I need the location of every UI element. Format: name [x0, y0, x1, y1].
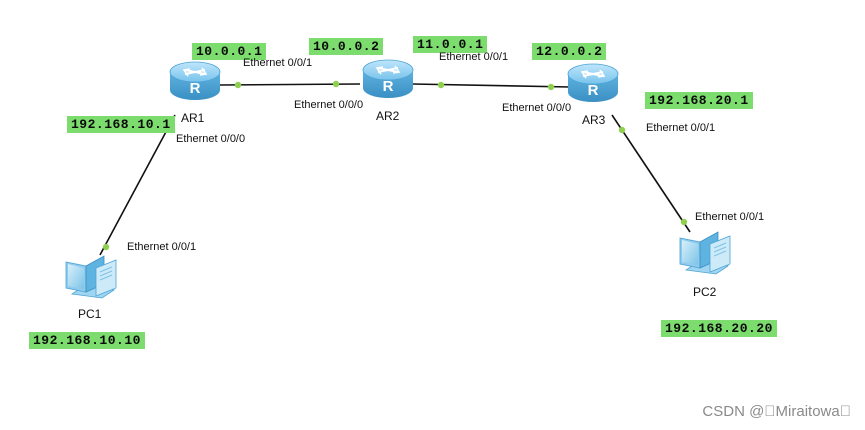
device-label-pc2: PC2 [693, 285, 717, 299]
ip-label-pc1: 192.168.10.10 [29, 332, 145, 349]
port-label-ar3-e001: Ethernet 0/0/1 [646, 122, 716, 134]
port-dot-pc2-e001 [680, 218, 688, 226]
port-dot-ar2-e001 [437, 81, 445, 89]
port-dot-ar1-e001 [234, 81, 242, 89]
pc-icon[interactable] [65, 255, 117, 299]
link-ar3-pc2 [611, 114, 691, 233]
link-ar2-ar3 [411, 83, 571, 88]
router-icon[interactable] [169, 61, 221, 101]
link-ar1-pc1 [99, 114, 176, 256]
port-dot-ar3-e001 [618, 126, 626, 134]
device-label-ar2: AR2 [376, 109, 400, 123]
port-label-ar2-e001: Ethernet 0/0/1 [439, 51, 509, 63]
port-dot-ar3-e000 [547, 83, 555, 91]
port-label-ar1-e001: Ethernet 0/0/1 [243, 57, 313, 69]
ip-label-ar1-left: 10.0.0.1 [192, 43, 267, 60]
ip-label-pc2: 192.168.20.20 [661, 320, 777, 337]
pc-icon[interactable] [679, 231, 731, 275]
device-label-ar3: AR3 [582, 113, 606, 127]
port-label-pc2-e001: Ethernet 0/0/1 [695, 211, 765, 223]
port-label-pc1-e001: Ethernet 0/0/1 [127, 241, 197, 253]
port-label-ar2-e000: Ethernet 0/0/0 [294, 99, 364, 111]
port-label-ar1-e000: Ethernet 0/0/0 [176, 133, 246, 145]
port-dot-pc1-e001 [102, 243, 110, 251]
ip-label-ar3-left: 12.0.0.2 [532, 43, 607, 60]
router-icon[interactable] [567, 63, 619, 103]
port-dot-ar2-e000 [332, 80, 340, 88]
device-label-ar1: AR1 [181, 111, 205, 125]
watermark: CSDN @ Miraitowa  [702, 403, 851, 420]
ip-label-ar2-left: 10.0.0.2 [309, 38, 384, 55]
router-icon[interactable] [362, 59, 414, 99]
ip-label-ar3-pc: 192.168.20.1 [645, 92, 753, 109]
ip-label-ar2-right: 11.0.0.1 [413, 36, 488, 53]
port-label-ar3-e000: Ethernet 0/0/0 [502, 102, 572, 114]
device-label-pc1: PC1 [78, 307, 102, 321]
ip-label-ar1-pc: 192.168.10.1 [67, 116, 175, 133]
